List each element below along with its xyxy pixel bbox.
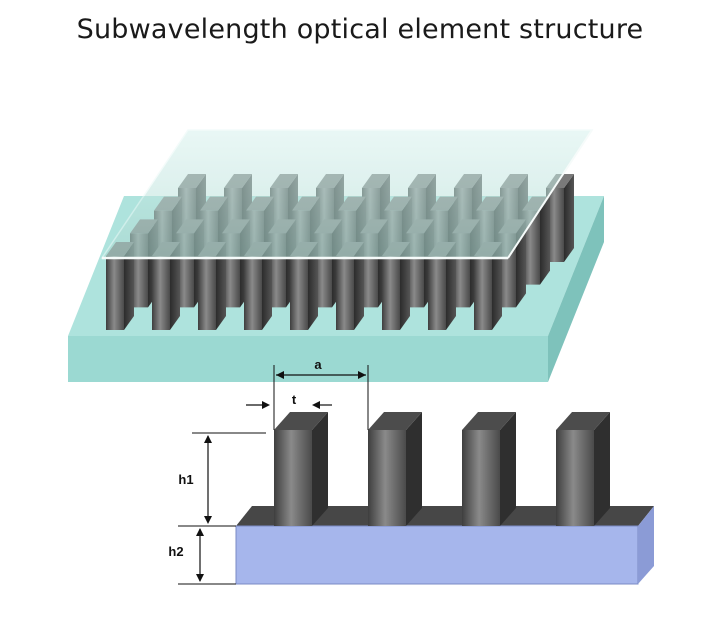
cross-pillar-top	[274, 412, 328, 430]
pillar-side	[446, 242, 456, 330]
cross-pillar-front	[462, 430, 500, 526]
pillar-front	[546, 188, 564, 262]
pillar-side	[540, 196, 550, 285]
pillar-side	[170, 242, 180, 330]
pillar-side	[216, 242, 226, 330]
cross-pillar-top	[368, 412, 422, 430]
pillar-front	[290, 256, 308, 330]
dimension-a: a	[273, 357, 369, 430]
cross-substrate-top	[236, 506, 654, 526]
cross-pillar-front	[556, 430, 594, 526]
glass-side-edge	[507, 129, 593, 259]
cross-pillar-top	[462, 412, 516, 430]
dimension-t: t	[246, 392, 332, 409]
substrate-slab-side	[548, 196, 604, 382]
pillar-front	[244, 256, 262, 330]
dimension-h2: h2	[168, 525, 236, 585]
pillar-front	[336, 256, 354, 330]
cross-substrate-front	[235, 525, 639, 585]
cross-pillar-top	[556, 412, 610, 430]
dimension-h1-label: h1	[178, 472, 193, 487]
substrate-slab-front	[68, 336, 548, 382]
pillar-front	[382, 256, 400, 330]
pillar-front	[474, 256, 492, 330]
cross-pillar-side	[594, 412, 610, 526]
cross-pillar-side	[312, 412, 328, 526]
pillar-front	[106, 256, 124, 330]
pillar-side	[124, 242, 134, 330]
pillar-side	[400, 242, 410, 330]
pillar-front	[198, 256, 216, 330]
pillar-side	[354, 242, 364, 330]
glass-top-plane	[100, 129, 594, 259]
dimension-t-label: t	[292, 392, 297, 407]
cross-pillar-row	[274, 412, 610, 526]
pillar-side	[564, 174, 574, 262]
pillar-side	[308, 242, 318, 330]
pillar-side	[492, 242, 502, 330]
pillar-front	[152, 256, 170, 330]
dimension-h2-label: h2	[168, 544, 183, 559]
pillar-front	[428, 256, 446, 330]
array-3d-view	[68, 129, 604, 382]
pillar-side	[262, 242, 272, 330]
page-title: Subwavelength optical element structure	[76, 14, 644, 45]
cross-substrate-side	[638, 506, 654, 584]
cross-pillar-front	[274, 430, 312, 526]
dimension-a-label: a	[314, 357, 322, 372]
cross-section-view: a t h1 h2	[168, 357, 654, 585]
cross-pillar-front	[368, 430, 406, 526]
cross-pillar-side	[500, 412, 516, 526]
dimension-h1: h1	[178, 432, 266, 524]
cross-pillar-side	[406, 412, 422, 526]
